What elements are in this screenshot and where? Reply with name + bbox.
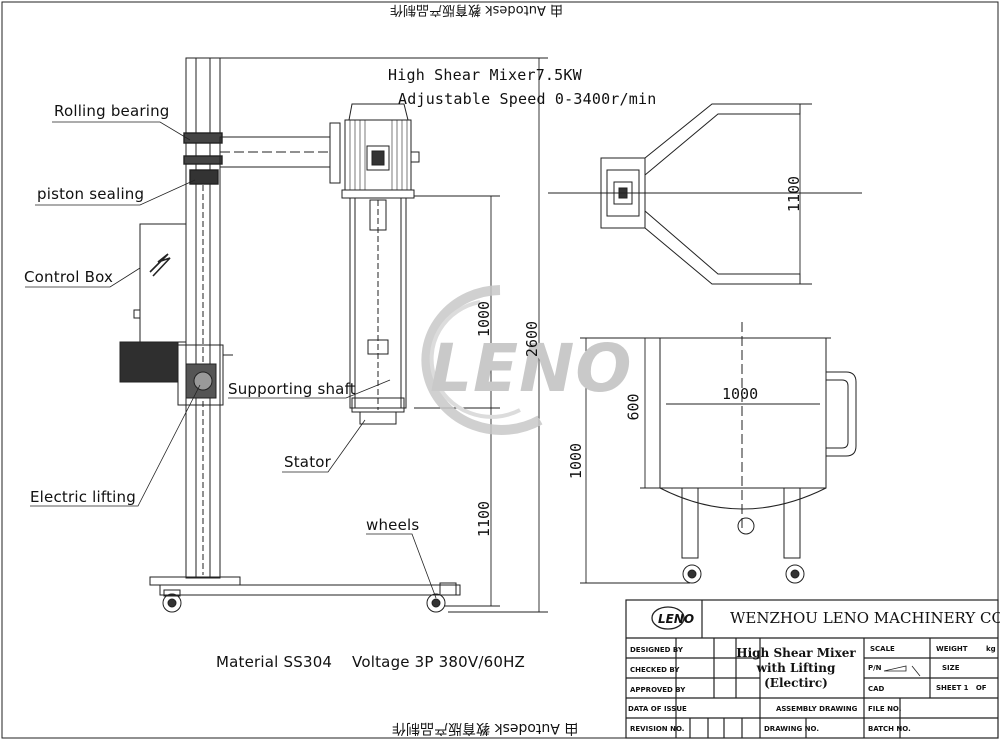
dim-1100-top: 1100 xyxy=(785,175,804,213)
tb-batch-no: BATCH NO. xyxy=(868,725,911,733)
dim-1000-mixer: 1000 xyxy=(475,300,494,338)
tb-assembly-drawing: ASSEMBLY DRAWING xyxy=(776,705,858,713)
dim-1000-tank-height: 1000 xyxy=(567,442,586,480)
lifting-motor xyxy=(119,341,224,406)
material-voltage-text: Material SS304 Voltage 3P 380V/60HZ xyxy=(216,653,526,671)
title-block-drawing-title: High Shear Mixer with Lifting (Electirc) xyxy=(736,646,856,690)
label-control-box: Control Box xyxy=(24,268,114,286)
tb-weight: WEIGHT xyxy=(936,645,968,653)
tb-sheet: SHEET 1 OF xyxy=(936,684,987,692)
tb-pn: P/N xyxy=(868,664,882,672)
control-box-body xyxy=(133,223,187,343)
leno-watermark-inner-icon xyxy=(429,300,521,419)
tb-approved-by: APPROVED BY xyxy=(630,686,686,694)
leader-lines xyxy=(25,121,437,599)
watermark-text: LENO xyxy=(430,330,633,407)
label-rolling-bearing: Rolling bearing xyxy=(54,102,170,120)
tb-data-of-issue: DATA OF ISSUE xyxy=(628,705,687,713)
top-plan-view xyxy=(548,103,862,285)
rolling-bearing-block xyxy=(183,132,223,185)
tb-weight-unit: kg xyxy=(986,645,996,653)
title-block-logo-text: LENO xyxy=(658,612,695,626)
tb-revision-no: REVISION NO. xyxy=(630,725,685,733)
mixer-shaft-housing xyxy=(349,197,407,425)
label-wheels: wheels xyxy=(366,516,420,534)
mixer-motor xyxy=(341,103,420,199)
mirrored-top-text: 由 Autodesk 教育版产品制作 xyxy=(390,2,563,17)
spec-line-1: High Shear Mixer7.5KW xyxy=(388,66,582,84)
tb-drawing-no: DRAWING NO. xyxy=(764,725,819,733)
leno-watermark-icon xyxy=(421,285,543,435)
tb-designed-by: DESIGNED BY xyxy=(630,646,683,654)
spec-line-2: Adjustable Speed 0-3400r/min xyxy=(398,90,657,108)
label-supporting-shaft: Supporting shaft xyxy=(228,380,356,398)
title-block-company: WENZHOU LENO MACHINERY CO.,LTD xyxy=(730,609,1000,627)
dim-2600: 2600 xyxy=(523,320,542,358)
base-frame xyxy=(149,576,461,613)
tb-size: SIZE xyxy=(942,664,960,672)
dim-1000-tank-width: 1000 xyxy=(722,385,759,403)
tb-cad: CAD xyxy=(868,685,885,693)
title-block-logo-icon xyxy=(651,606,685,630)
dim-600: 600 xyxy=(624,393,643,421)
tank-view xyxy=(580,322,857,584)
tb-scale: SCALE xyxy=(870,645,895,653)
label-electric-lifting: Electric lifting xyxy=(30,488,136,506)
label-stator: Stator xyxy=(284,453,332,471)
dim-1100-base: 1100 xyxy=(475,500,494,538)
mirrored-bottom-text: 由 Autodesk 教育版产品制作 xyxy=(392,720,579,736)
title-block xyxy=(625,599,999,739)
dimension-lines-elevation xyxy=(220,57,548,613)
mixer-arm xyxy=(219,122,341,184)
tb-checked-by: CHECKED BY xyxy=(630,666,680,674)
tb-file-no: FILE NO. xyxy=(868,705,902,713)
label-piston-sealing: piston sealing xyxy=(37,185,145,203)
